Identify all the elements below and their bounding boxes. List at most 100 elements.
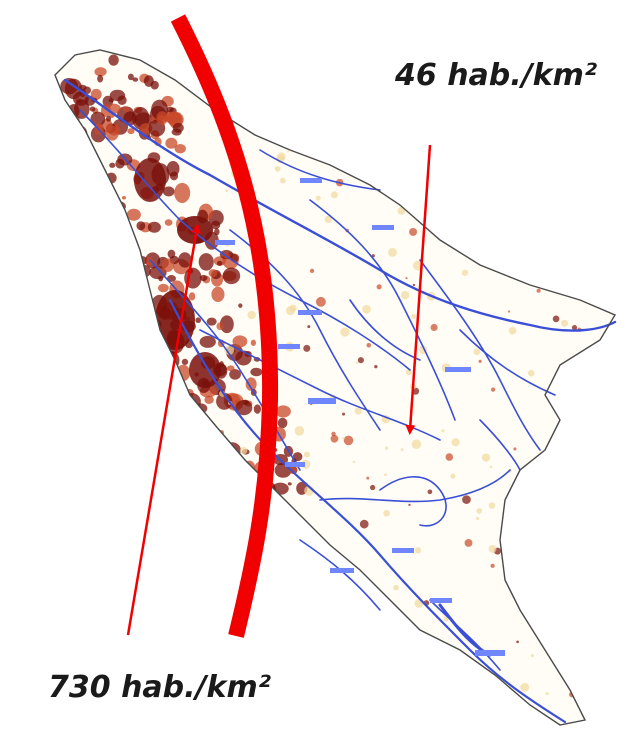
density-spot [231,528,242,539]
density-spot [115,208,126,219]
density-spot [216,392,233,410]
low-density-arrow [405,144,432,435]
density-spot [315,195,321,201]
region-land [55,50,615,725]
density-spot [338,591,347,600]
density-spot [245,632,254,640]
density-spot [140,318,152,327]
density-spot [130,274,139,281]
density-spot [513,447,517,451]
density-spot [446,148,450,153]
river-branch [259,149,381,191]
density-spot [381,691,391,702]
density-spot [470,188,479,197]
density-spot [164,111,181,124]
river-branch [168,298,567,724]
density-spot [450,473,456,479]
density-spot [279,177,286,184]
density-spot [214,228,220,236]
density-spot [527,369,535,377]
river-branch [419,259,541,451]
density-spot [467,683,476,692]
density-spot [193,415,199,422]
density-spot [197,462,214,478]
density-spot [463,197,470,204]
density-spot [504,220,508,225]
density-spot [174,182,191,203]
density-spot [311,631,315,635]
density-spot [400,448,404,452]
density-spot [127,272,145,287]
density-spot [158,275,164,282]
density-spot [549,515,559,524]
density-spot [516,640,519,644]
density-spot [507,161,513,167]
density-spot [478,359,482,363]
river-branch [79,109,411,371]
density-spot [217,569,228,580]
density-spot [204,395,214,404]
density-spot [453,700,463,710]
density-spot [342,437,345,440]
density-spot [194,452,209,464]
density-spot [469,167,478,175]
density-spot [488,177,499,187]
density-spot [275,664,278,668]
density-spot [104,179,109,186]
density-spot [411,313,417,320]
density-spot [576,647,584,655]
river-branch [479,419,521,471]
density-spot [463,708,467,712]
density-spot [134,158,166,202]
density-spot [518,176,523,181]
density-spot [548,243,556,251]
density-spot [165,137,178,149]
river-branch [349,299,421,361]
density-spot [331,431,336,437]
density-spot [90,88,102,101]
density-spot [271,541,276,546]
density-spot [178,252,192,268]
density-spot [199,335,216,348]
density-spot [218,462,235,482]
density-spot [239,446,248,455]
density-spot [226,365,235,372]
density-spot [222,589,227,594]
density-spot [343,435,354,446]
density-spot [208,269,218,278]
density-spot [406,628,416,638]
density-spot [473,348,481,356]
density-spot [166,275,176,282]
density-spot [157,283,169,293]
density-spot [288,513,293,518]
density-spot [245,377,257,391]
region-boundary [54,49,617,726]
density-spot [318,546,322,550]
density-spot [464,538,473,547]
density-spot [277,152,286,161]
density-spot [195,317,202,324]
density-spot [287,482,292,486]
density-spot [422,693,426,697]
density-spot [582,540,587,544]
density-spot [94,172,102,181]
density-spot [121,195,127,200]
density-spot [109,162,116,168]
density-spot [344,657,350,663]
river-branch [319,469,511,503]
density-spot [216,322,225,331]
density-spot [133,272,145,286]
river-branch [379,476,447,527]
density-spot [411,439,422,450]
density-spot [485,677,495,687]
density-spot [108,54,119,66]
density-spot [351,674,362,684]
density-spot [219,315,234,334]
density-spot [243,460,256,475]
density-spot [166,106,174,113]
density-spot [405,670,413,678]
density-spot [463,690,469,696]
density-spot [284,550,288,554]
density-spot [277,417,288,429]
